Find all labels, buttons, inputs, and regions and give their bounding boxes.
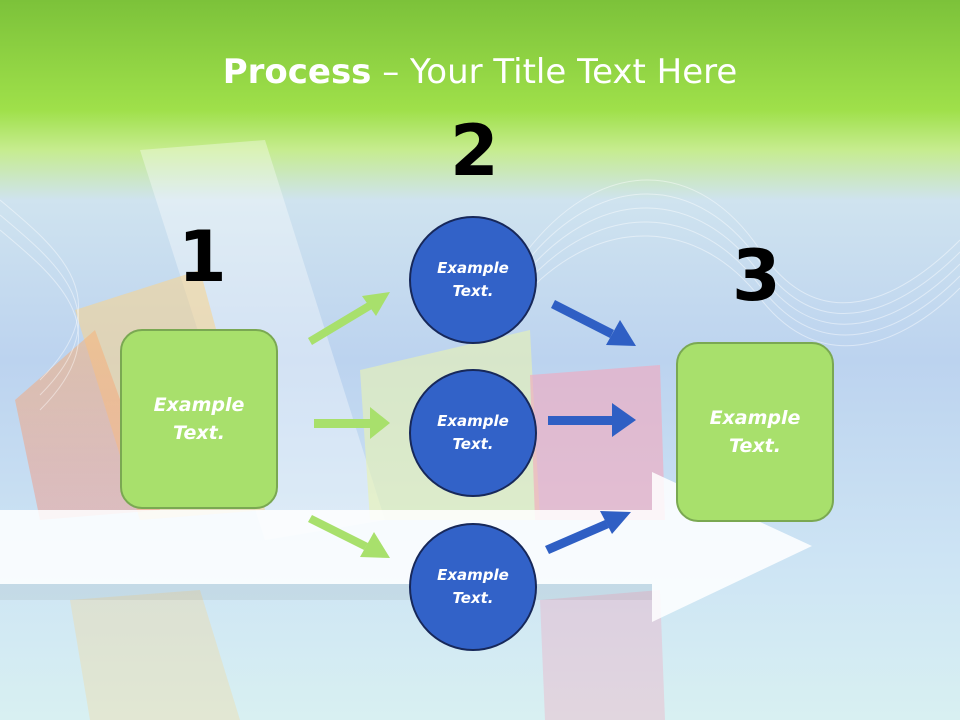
- title-bold: Process: [222, 52, 372, 92]
- blue-arrow-up: [545, 511, 631, 554]
- circle-bottom-text: Example Text.: [437, 565, 509, 607]
- step-1-number: 1: [178, 216, 227, 298]
- green-arrow-down: [308, 515, 390, 558]
- step-2-number: 2: [450, 110, 499, 192]
- blue-arrow-down: [551, 300, 636, 346]
- step-2-circle-bottom: Example Text.: [409, 523, 537, 651]
- step-1-text: Example Text.: [153, 393, 245, 445]
- title-rest: – Your Title Text Here: [371, 52, 738, 92]
- circle-middle-text: Example Text.: [437, 411, 509, 453]
- step-1-box: Example Text.: [120, 329, 278, 509]
- step-3-text: Example Text.: [709, 406, 801, 458]
- step-2-circle-middle: Example Text.: [409, 369, 537, 497]
- step-3-number: 3: [732, 235, 781, 317]
- step-3-box: Example Text.: [676, 342, 834, 522]
- green-arrow-right: [314, 407, 390, 439]
- green-arrow-up: [308, 292, 390, 345]
- step-2-circle-top: Example Text.: [409, 216, 537, 344]
- circle-top-text: Example Text.: [437, 258, 509, 300]
- slide-title: Process – Your Title Text Here: [0, 52, 960, 92]
- blue-arrow-right: [548, 403, 636, 437]
